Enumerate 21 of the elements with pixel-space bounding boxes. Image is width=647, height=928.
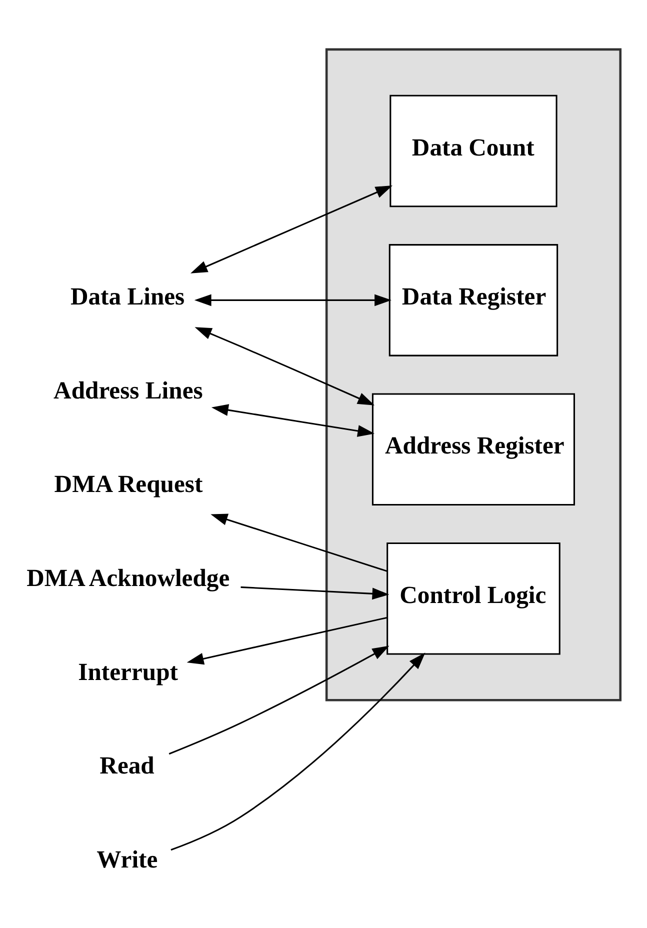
arrow <box>194 294 392 306</box>
node-text: DMA Acknowledge <box>26 564 230 592</box>
node-box: Address Register <box>372 393 575 506</box>
arrow <box>190 186 393 274</box>
node-text: DMA Request <box>54 471 203 498</box>
arrow <box>211 404 375 437</box>
node-box: Data Count <box>390 94 558 208</box>
arrow <box>240 586 390 600</box>
node-text: Data Lines <box>70 283 185 310</box>
node-text: Interrupt <box>78 658 178 686</box>
arrow <box>194 327 375 406</box>
node-box: Control Logic <box>386 542 560 655</box>
node-box: Data Register <box>388 244 558 356</box>
arrow <box>170 652 426 851</box>
arrow <box>210 514 388 572</box>
arrow <box>186 616 387 665</box>
cluster <box>325 48 622 702</box>
arrow <box>168 646 390 755</box>
node-text: Write <box>96 846 158 874</box>
node-text: Read <box>100 752 154 780</box>
node-text: Address Lines <box>54 377 203 404</box>
